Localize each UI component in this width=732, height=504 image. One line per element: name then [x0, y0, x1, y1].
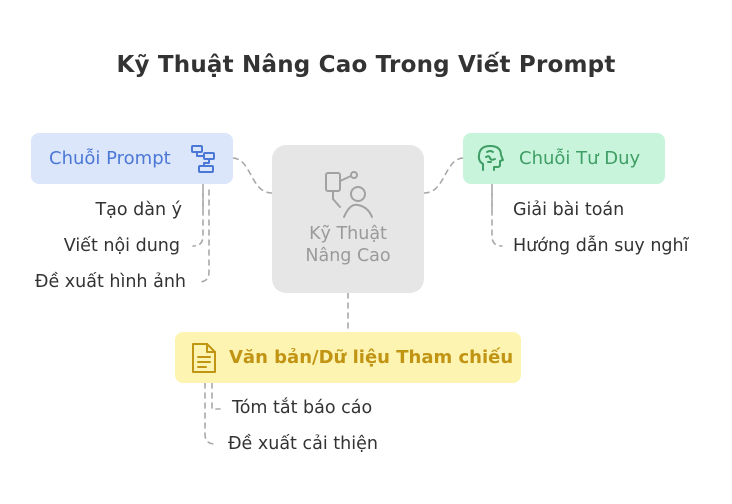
prompt-chain-node: Chuỗi Prompt: [31, 133, 233, 184]
reference-text-item-summary: Tóm tắt báo cáo: [232, 398, 373, 418]
prompt-chain-item-outline: Tạo dàn ý: [95, 200, 182, 220]
chain-of-thought-node: Chuỗi Tư Duy: [463, 133, 665, 184]
reference-text-label: Văn bản/Dữ liệu Tham chiếu: [229, 347, 514, 368]
central-topic: Kỹ Thuật Nâng Cao: [272, 145, 424, 293]
diagram-title: Kỹ Thuật Nâng Cao Trong Viết Prompt: [116, 52, 616, 78]
flow-steps-icon: [191, 145, 215, 173]
chain-of-thought-item-guidance: Hướng dẫn suy nghĩ: [513, 236, 689, 256]
brain-head-icon: [477, 145, 504, 171]
central-topic-line1: Kỹ Thuật: [309, 224, 387, 244]
reference-text-node: Văn bản/Dữ liệu Tham chiếu: [175, 332, 521, 383]
prompt-chain-item-content: Viết nội dung: [63, 236, 180, 256]
prompt-chain-item-images: Đề xuất hình ảnh: [34, 272, 186, 292]
document-icon: [192, 343, 216, 373]
prompt-chain-label: Chuỗi Prompt: [49, 148, 171, 169]
chain-of-thought-item-math: Giải bài toán: [513, 200, 625, 220]
process-user-icon: [325, 171, 373, 218]
reference-text-item-improve: Đề xuất cải thiện: [228, 434, 378, 454]
chain-of-thought-label: Chuỗi Tư Duy: [519, 148, 641, 169]
central-topic-line2: Nâng Cao: [305, 246, 391, 266]
